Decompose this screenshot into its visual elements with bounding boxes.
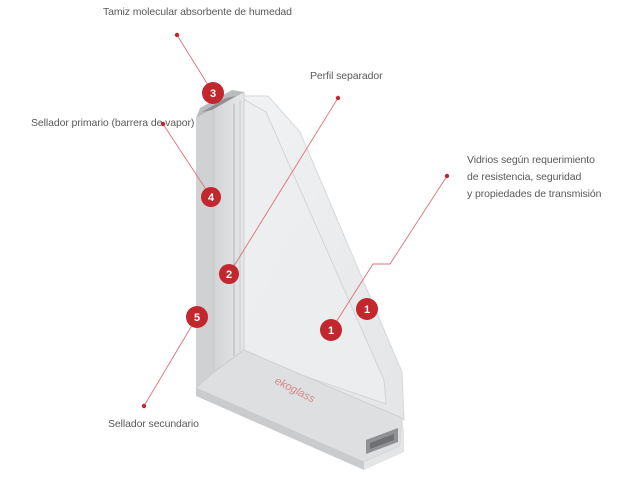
dot-4 [160, 121, 166, 127]
frame-top-cap-dark [202, 96, 236, 112]
label-line: y propiedades de transmisión [467, 188, 602, 200]
marker-4-number: 4 [208, 192, 215, 204]
marker-2: 2 [219, 264, 239, 284]
dot-3 [174, 32, 180, 38]
leader-line-3 [176, 34, 214, 94]
leader-dots [141, 32, 450, 409]
marker-3: 3 [202, 82, 224, 104]
label-primary-sealant: Sellador primario (barrera de vapor) [31, 115, 194, 132]
dot-2 [335, 95, 341, 101]
marker-1-back-number: 1 [364, 304, 370, 316]
marker-3-number: 3 [210, 88, 216, 100]
frame-bottom-front [196, 388, 364, 470]
marker-5: 5 [186, 306, 208, 328]
marker-1-front: 1 [320, 319, 342, 341]
leader-line-4 [162, 123, 212, 198]
marker-1-front-number: 1 [328, 325, 334, 337]
label-line: de resistencia, seguridad [467, 171, 582, 183]
label-glass-panes: Vidrios según requerimiento de resistenc… [467, 152, 601, 203]
label-secondary-sealant: Sellador secundario [108, 416, 199, 433]
label-line: Tamiz molecular absorbente de humedad [103, 6, 292, 18]
frame-vertical-face [196, 108, 214, 388]
marker-5-number: 5 [194, 312, 200, 324]
leader-line-5 [143, 316, 198, 407]
label-line: Vidrios según requerimiento [467, 154, 595, 166]
label-molecular-sieve: Tamiz molecular absorbente de humedad [103, 4, 292, 21]
label-line: Sellador primario (barrera de vapor) [31, 117, 195, 129]
label-line: Sellador secundario [108, 418, 199, 430]
dot-1 [444, 173, 450, 179]
marker-4: 4 [201, 187, 221, 207]
label-spacer-profile: Perfil separador [310, 68, 383, 85]
label-line: Perfil separador [310, 70, 383, 82]
frame-end-profile-inner [370, 434, 394, 449]
leader-line-2 [228, 97, 339, 275]
leader-line-1 [330, 175, 448, 331]
marker-1-back: 1 [356, 298, 378, 320]
marker-2-number: 2 [226, 269, 232, 281]
frame-bottom-end [364, 418, 404, 470]
leader-lines [143, 34, 448, 407]
dot-5 [141, 403, 147, 409]
